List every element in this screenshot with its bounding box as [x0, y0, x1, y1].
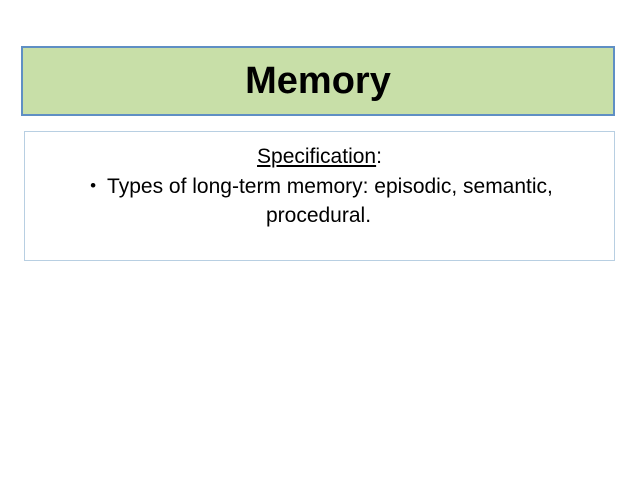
title-banner: Memory — [21, 46, 615, 116]
content-text-box: Specification: • Types of long-term memor… — [24, 131, 615, 261]
bullet-list-item: • Types of long-term memory: episodic, se… — [35, 171, 604, 230]
specification-colon: : — [376, 145, 382, 168]
specification-heading: Specification: — [35, 142, 604, 171]
specification-label: Specification — [257, 145, 377, 168]
page-title: Memory — [245, 60, 391, 102]
bullet-item-text: Types of long-term memory: episodic, sem… — [107, 175, 553, 227]
bullet-point-icon: • — [90, 176, 97, 195]
